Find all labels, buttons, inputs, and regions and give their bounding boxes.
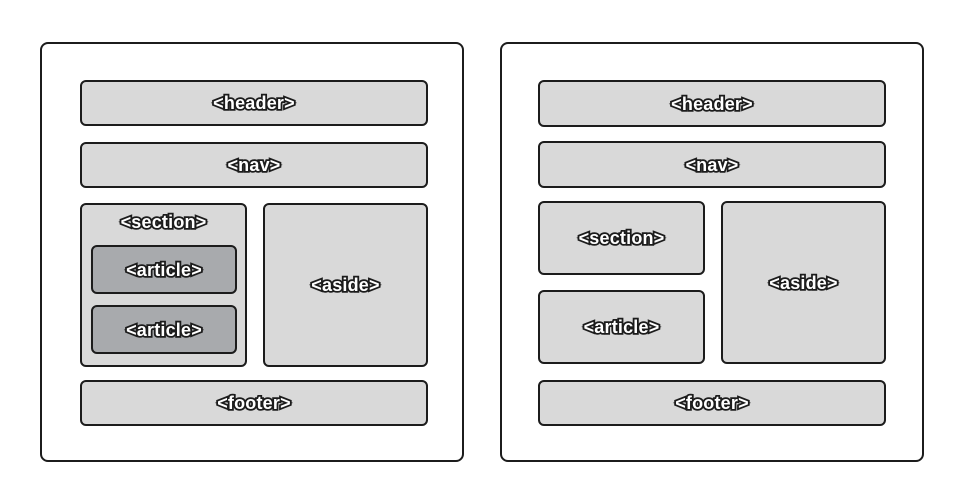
aside-label: <aside> [767,272,839,294]
aside-label: <aside> [309,274,381,296]
nav-box: <nav> [538,141,886,188]
article-label: <article> [582,316,661,338]
left-layout-panel: <header> <nav> <section> <article> <arti… [40,42,464,462]
section-label: <section> [577,227,666,249]
section-box: <section> [538,201,705,275]
right-layout-panel: <header> <nav> <section> <article> <asid… [500,42,924,462]
header-label: <header> [211,92,296,114]
footer-box: <footer> [538,380,886,426]
article-box: <article> [91,245,237,294]
article-box: <article> [538,290,705,364]
aside-box: <aside> [721,201,886,364]
nav-label: <nav> [226,154,282,176]
nav-box: <nav> [80,142,428,188]
article-label: <article> [124,319,203,341]
aside-box: <aside> [263,203,428,367]
footer-label: <footer> [673,392,750,414]
footer-label: <footer> [215,392,292,414]
header-box: <header> [538,80,886,127]
header-label: <header> [669,93,754,115]
article-label: <article> [124,259,203,281]
footer-box: <footer> [80,380,428,426]
article-box: <article> [91,305,237,354]
nav-label: <nav> [684,154,740,176]
header-box: <header> [80,80,428,126]
section-label: <section> [119,211,208,233]
